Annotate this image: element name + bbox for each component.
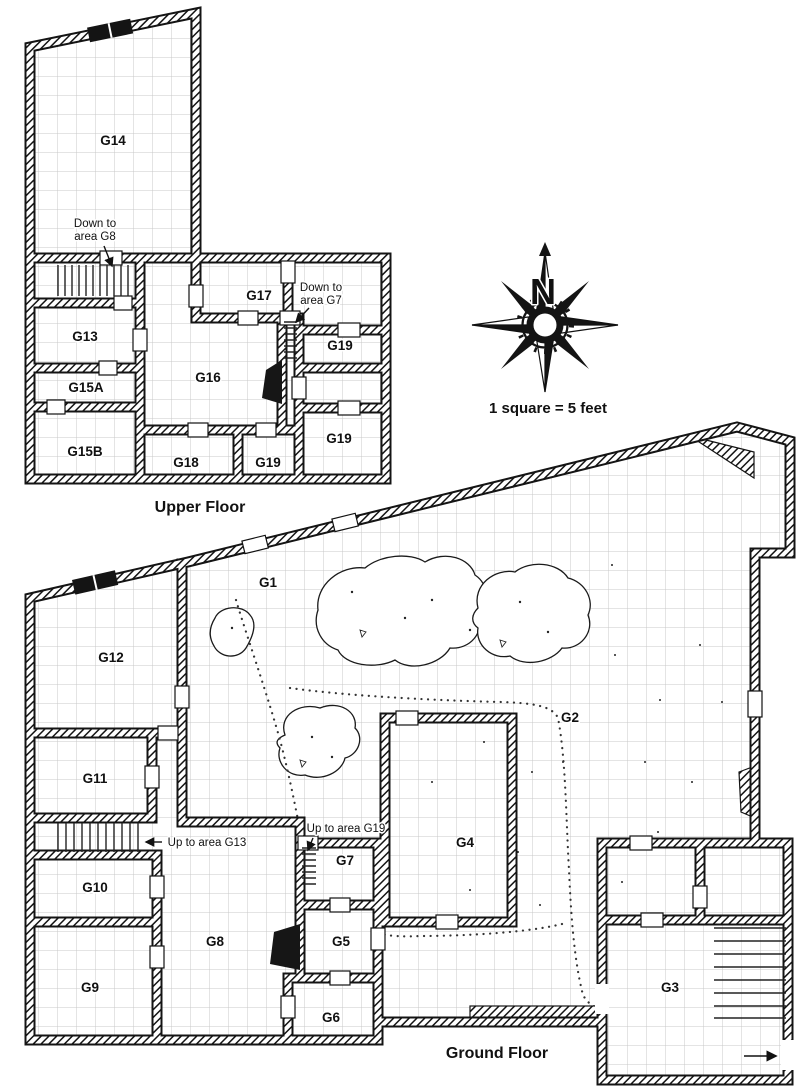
room-label-g7: G7 bbox=[336, 853, 354, 868]
room-label-g1: G1 bbox=[259, 575, 278, 590]
room-label-g9: G9 bbox=[81, 980, 99, 995]
ground-floor: Up to area G13 Up to area G19 G1 G2 G3 G… bbox=[24, 421, 796, 1086]
door-marker bbox=[149, 945, 165, 969]
room-label-g3: G3 bbox=[661, 980, 680, 995]
rubble-pile bbox=[472, 563, 591, 664]
annotation-arrow bbox=[294, 307, 310, 324]
door-marker bbox=[331, 512, 360, 533]
door-marker bbox=[255, 422, 277, 438]
door-marker bbox=[113, 295, 133, 311]
room-label-g6: G6 bbox=[322, 1010, 341, 1025]
compass-tick-ring bbox=[516, 296, 574, 354]
upper-floor-title: Upper Floor bbox=[155, 499, 246, 516]
annotation-up-to-g13: Up to area G13 bbox=[144, 836, 248, 851]
room-label-g2: G2 bbox=[561, 710, 579, 725]
stairs-up-to-g19 bbox=[302, 847, 316, 885]
room-label-g4: G4 bbox=[456, 835, 475, 850]
trail bbox=[288, 686, 602, 1010]
rubble-piles bbox=[209, 555, 591, 778]
annotation-arrow bbox=[103, 245, 114, 268]
upper-floor: Down to area G8 Down to area G7 G14 G13 … bbox=[24, 6, 392, 518]
door-marker bbox=[157, 725, 179, 741]
double-door bbox=[71, 570, 119, 595]
room-label-g15b: G15B bbox=[67, 444, 103, 459]
room-label-g11: G11 bbox=[83, 771, 108, 786]
door-marker bbox=[241, 534, 270, 555]
stairs-g3 bbox=[714, 927, 786, 1019]
room-label-g19-b: G19 bbox=[326, 431, 352, 446]
door-marker bbox=[337, 322, 361, 338]
wall-opening bbox=[781, 1040, 795, 1070]
pillar bbox=[270, 924, 300, 970]
rubble-pile bbox=[276, 704, 361, 778]
door-marker bbox=[279, 310, 301, 326]
compass-north-arrowhead bbox=[539, 242, 551, 256]
map-scale-note: 1 square = 5 feet bbox=[489, 400, 607, 417]
door-marker bbox=[337, 400, 361, 416]
rubble-pile bbox=[209, 607, 255, 657]
door-marker bbox=[187, 422, 209, 438]
annotation-down-to-g7: Down to area G7 bbox=[294, 281, 344, 324]
annotation-up-to-g19: Up to area G19 bbox=[305, 822, 387, 852]
door-marker bbox=[747, 690, 763, 718]
door-marker bbox=[291, 376, 307, 400]
annotation-text: Up to area G13 bbox=[168, 837, 247, 849]
pillar bbox=[262, 360, 282, 404]
door-marker bbox=[174, 685, 190, 709]
room-label-g8: G8 bbox=[206, 934, 225, 949]
wall-opening bbox=[595, 984, 609, 1014]
room-label-g16: G16 bbox=[195, 370, 221, 385]
room-label-g14: G14 bbox=[100, 133, 126, 148]
trail bbox=[234, 598, 300, 822]
door-marker bbox=[188, 284, 204, 308]
room-label-g18: G18 bbox=[173, 455, 199, 470]
door-marker bbox=[692, 885, 708, 909]
stairs-down-to-g8 bbox=[57, 265, 129, 296]
annotation-text: Down to bbox=[74, 218, 116, 230]
double-door bbox=[87, 18, 134, 43]
door-marker bbox=[435, 914, 459, 930]
annotation-text: Down to bbox=[300, 282, 342, 294]
ground-floor-title: Ground Floor bbox=[446, 1045, 548, 1062]
door-marker bbox=[370, 927, 386, 951]
door-marker bbox=[280, 995, 296, 1019]
door-marker bbox=[329, 970, 351, 986]
door-marker bbox=[132, 328, 148, 352]
dotted-trails bbox=[234, 598, 602, 1010]
room-label-g5: G5 bbox=[332, 934, 351, 949]
room-label-g19-a: G19 bbox=[327, 338, 353, 353]
upper-floor-doors bbox=[46, 250, 361, 438]
annotation-text: Up to area G19 bbox=[307, 823, 386, 835]
stairs-down-to-g7 bbox=[284, 321, 297, 359]
door-marker bbox=[329, 897, 351, 913]
stairs-up-to-g13 bbox=[57, 823, 139, 852]
room-label-g12: G12 bbox=[98, 650, 124, 665]
door-marker bbox=[46, 399, 66, 415]
compass-rose: N bbox=[471, 242, 619, 393]
annotation-text: area G8 bbox=[74, 231, 116, 243]
rubble-specks bbox=[230, 590, 550, 768]
door-marker bbox=[640, 912, 664, 928]
door-marker bbox=[98, 360, 118, 376]
compass-inner-ring bbox=[526, 306, 564, 344]
compass-outer-ring bbox=[521, 301, 569, 349]
door-marker bbox=[149, 875, 165, 899]
room-label-g15a: G15A bbox=[68, 380, 104, 395]
annotation-down-to-g8: Down to area G8 bbox=[72, 217, 118, 268]
annotation-arrow bbox=[306, 837, 316, 852]
room-label-g10: G10 bbox=[82, 880, 108, 895]
door-marker bbox=[144, 765, 160, 789]
room-label-g17: G17 bbox=[246, 288, 272, 303]
door-marker bbox=[237, 310, 259, 326]
ground-floor-doors bbox=[144, 685, 763, 1019]
room-label-g19-c: G19 bbox=[255, 455, 281, 470]
annotation-text: area G7 bbox=[300, 295, 342, 307]
compass-north-label: N bbox=[530, 271, 556, 312]
room-label-g13: G13 bbox=[72, 329, 98, 344]
door-marker bbox=[629, 835, 653, 851]
door-marker bbox=[395, 710, 419, 726]
door-marker bbox=[280, 260, 296, 284]
